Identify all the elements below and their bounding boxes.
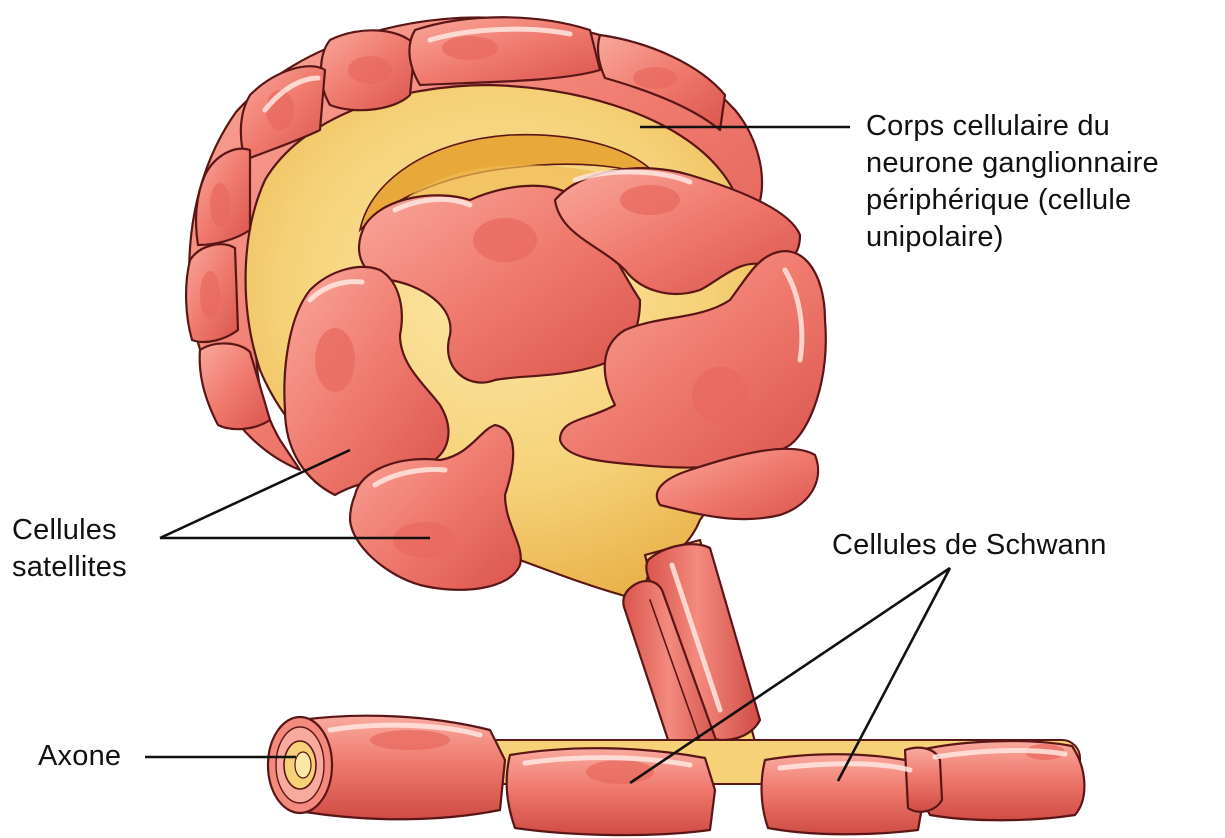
nucleus-top-2 xyxy=(442,36,498,60)
label-cell-body-line-3: périphérique (cellule xyxy=(866,182,1159,219)
label-cell-body: Corps cellulaire du neurone ganglionnair… xyxy=(866,108,1159,256)
nucleus-top-3 xyxy=(633,67,677,89)
label-axon-text: Axone xyxy=(38,738,121,775)
neuron-cell-body xyxy=(186,17,826,600)
label-axon: Axone xyxy=(38,738,121,775)
nucleus-schwann-1 xyxy=(370,730,450,750)
axon-cut-end-center xyxy=(295,752,311,778)
nucleus-right xyxy=(692,367,748,423)
label-satellite: Cellules satellites xyxy=(12,512,127,586)
nucleus-top-center xyxy=(473,218,537,262)
label-satellite-line-2: satellites xyxy=(12,549,127,586)
nucleus-top-right xyxy=(620,185,680,215)
nucleus-left xyxy=(315,328,355,392)
label-cell-body-line-4: unipolaire) xyxy=(866,219,1159,256)
label-schwann-text: Cellules de Schwann xyxy=(832,527,1107,564)
nucleus-schwann-2 xyxy=(586,760,654,784)
nucleus-top-1 xyxy=(348,56,392,84)
leader-satellite-upper xyxy=(160,450,350,538)
label-cell-body-line-1: Corps cellulaire du xyxy=(866,108,1159,145)
nucleus-left-3 xyxy=(200,271,220,319)
label-schwann: Cellules de Schwann xyxy=(832,527,1107,564)
label-satellite-line-1: Cellules xyxy=(12,512,127,549)
nucleus-left-2 xyxy=(210,183,230,227)
label-cell-body-line-2: neurone ganglionnaire xyxy=(866,145,1159,182)
nucleus-bottom-left xyxy=(393,522,457,558)
